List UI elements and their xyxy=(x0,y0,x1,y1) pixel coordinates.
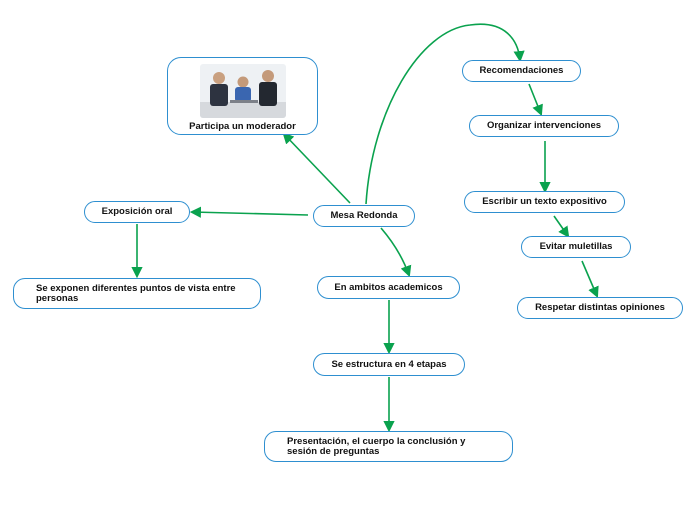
edge-central-moderator xyxy=(282,132,351,204)
node-se-exponen[interactable]: Se exponen diferentes puntos de vista en… xyxy=(13,278,261,309)
edge-evitar-respetar xyxy=(581,260,599,299)
node-recomendaciones[interactable]: Recomendaciones xyxy=(462,60,581,82)
node-label: Recomendaciones xyxy=(479,65,564,77)
node-participa-moderador[interactable]: Participa un moderador xyxy=(167,57,318,135)
node-organizar-intervenciones[interactable]: Organizar intervenciones xyxy=(469,115,619,137)
node-exposicion-oral[interactable]: Exposición oral xyxy=(84,201,190,223)
moderator-photo xyxy=(199,64,286,118)
edge-central-exposicion xyxy=(189,206,309,218)
node-ambitos-academicos[interactable]: En ambitos academicos xyxy=(317,276,460,299)
node-label: Mesa Redonda xyxy=(330,210,398,222)
node-label: Escribir un texto expositivo xyxy=(482,196,607,208)
edge-escribir-evitar xyxy=(553,215,570,238)
node-label: Participa un moderador xyxy=(189,121,296,132)
node-label: Evitar muletillas xyxy=(539,241,613,253)
node-label: En ambitos academicos xyxy=(334,281,443,293)
node-label: Respetar distintas opiniones xyxy=(535,302,665,314)
node-label: Exposición oral xyxy=(101,206,173,218)
node-evitar-muletillas[interactable]: Evitar muletillas xyxy=(521,236,631,258)
node-respetar-opiniones[interactable]: Respetar distintas opiniones xyxy=(517,297,683,319)
edge-recomendaciones-organizar xyxy=(528,83,543,117)
node-estructura-etapas[interactable]: Se estructura en 4 etapas xyxy=(313,353,465,376)
node-label: Presentación, el cuerpo la conclusión y … xyxy=(287,435,466,457)
node-mesa-redonda[interactable]: Mesa Redonda xyxy=(313,205,415,227)
node-label: Se exponen diferentes puntos de vista en… xyxy=(36,282,236,304)
node-label: Se estructura en 4 etapas xyxy=(331,358,447,370)
node-presentacion[interactable]: Presentación, el cuerpo la conclusión y … xyxy=(264,431,513,462)
edge-central-ambitos xyxy=(380,227,412,278)
edge-central-recomendaciones xyxy=(365,23,525,205)
node-label: Organizar intervenciones xyxy=(486,120,602,132)
node-escribir-texto[interactable]: Escribir un texto expositivo xyxy=(464,191,625,213)
